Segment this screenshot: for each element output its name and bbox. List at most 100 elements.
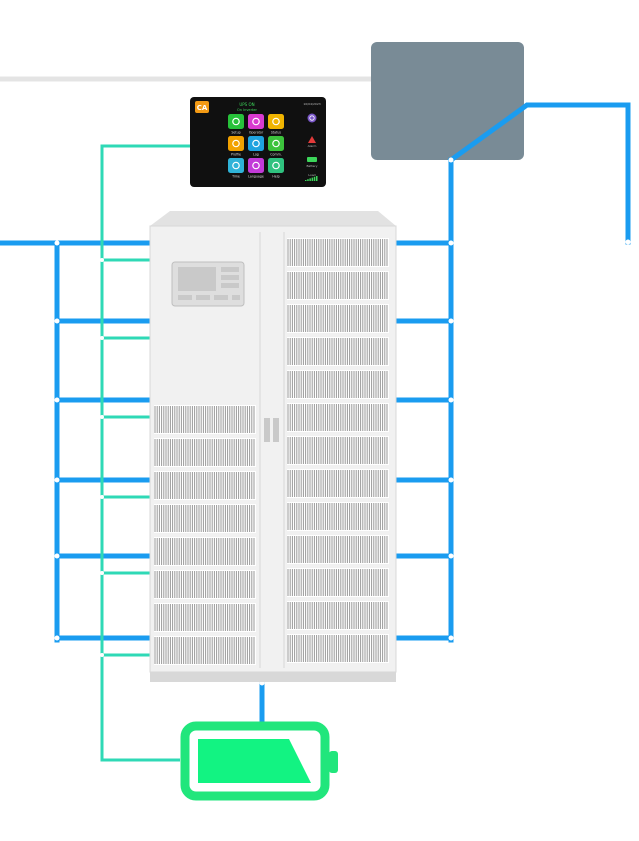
vent-grille xyxy=(154,504,256,533)
language-icon xyxy=(252,161,260,170)
junction-dot xyxy=(100,571,104,575)
junction-dot xyxy=(54,477,60,483)
vent-grille xyxy=(287,271,389,300)
vent-grille xyxy=(287,238,389,267)
hmi-tile-label: Language xyxy=(248,175,264,179)
hmi-tile-label: Status xyxy=(271,131,281,135)
clock-icon xyxy=(232,161,240,170)
hmi-logo-badge xyxy=(195,101,209,113)
vent-grille xyxy=(154,636,256,665)
junction-dot xyxy=(448,635,454,641)
vent-grille xyxy=(287,436,389,465)
hmi-side-battery-status[interactable]: Battery xyxy=(306,157,318,168)
hmi-logo: CA xyxy=(197,104,208,112)
bypass-switch-box xyxy=(371,42,524,160)
hmi-tile-profile[interactable]: Profile xyxy=(228,136,244,157)
panel-key xyxy=(221,283,239,288)
hmi-tile-language[interactable]: Language xyxy=(248,158,264,179)
bypass-diagonal-line xyxy=(447,102,631,245)
hmi-tile-time[interactable]: Time xyxy=(228,158,244,179)
junction-dot xyxy=(54,553,60,559)
hmi-side-alarm[interactable]: Alarm xyxy=(308,136,317,148)
hmi-side-label: Alarm xyxy=(308,144,317,148)
power-lines xyxy=(0,102,631,725)
hmi-signal-line xyxy=(100,144,190,762)
signal-lines xyxy=(100,144,190,762)
load-bars-icon xyxy=(305,176,318,181)
junction-dot xyxy=(54,240,60,246)
vent-grille xyxy=(287,337,389,366)
panel-key xyxy=(196,295,210,300)
power-icon xyxy=(307,113,317,123)
junction-dot xyxy=(448,157,454,163)
panel-key xyxy=(221,275,239,280)
ups-cabinet xyxy=(149,211,397,682)
vent-grille xyxy=(287,535,389,564)
vent-grille xyxy=(154,405,256,434)
hmi-tile-log[interactable]: Log xyxy=(248,136,264,157)
junction-dot xyxy=(100,336,104,340)
vent-grille xyxy=(154,438,256,467)
hmi-side-label: Battery xyxy=(306,164,317,168)
hmi-side-load-bars[interactable]: Load xyxy=(305,173,318,181)
hmi-tile-status[interactable]: Status xyxy=(268,114,284,135)
junction-dot xyxy=(448,240,454,246)
junction-dots xyxy=(54,157,631,686)
hmi-tile-label: Comm. xyxy=(270,153,281,157)
panel-key xyxy=(178,295,192,300)
battery xyxy=(180,721,338,801)
profile-icon xyxy=(232,139,240,148)
hmi-header-status: UPS ON xyxy=(239,102,254,107)
hmi-tile-label: Setup xyxy=(231,131,240,135)
vent-grille xyxy=(154,570,256,599)
hmi-header-mode: On Inverter xyxy=(237,108,258,112)
hmi-touchscreen: CA UPS ON On Inverter 10/04/2023 Setup Op… xyxy=(190,97,326,187)
vent-grille xyxy=(287,304,389,333)
vent-grilles xyxy=(154,238,389,665)
battery-status-icon xyxy=(307,157,317,162)
help-icon xyxy=(272,161,280,170)
alarm-icon xyxy=(308,136,316,143)
vent-grille xyxy=(287,634,389,663)
junction-dot xyxy=(625,239,631,245)
wave-icon xyxy=(272,117,280,126)
door-handle-right xyxy=(273,418,279,442)
junction-dot xyxy=(100,258,104,262)
hmi-tile-operator[interactable]: Operator xyxy=(248,114,264,135)
junction-dot xyxy=(100,495,104,499)
vent-grille xyxy=(154,603,256,632)
vent-grille xyxy=(287,469,389,498)
hmi-tile-comm[interactable]: Comm. xyxy=(268,136,284,157)
junction-dot xyxy=(100,653,104,657)
junction-dot xyxy=(448,397,454,403)
vent-grille xyxy=(287,601,389,630)
comm-icon xyxy=(272,139,280,148)
hmi-tile-setup[interactable]: Setup xyxy=(228,114,244,135)
cabinet-base xyxy=(150,672,396,682)
hmi-tile-label: Profile xyxy=(231,153,241,157)
hmi-side-power[interactable] xyxy=(307,113,317,123)
vent-grille xyxy=(287,568,389,597)
panel-display xyxy=(178,267,216,291)
hmi-time: 10/04/2023 xyxy=(303,102,320,106)
panel-key xyxy=(232,295,240,300)
setup-icon xyxy=(232,117,240,126)
vent-grille xyxy=(154,471,256,500)
battery-charge-fill xyxy=(198,739,311,783)
junction-dot xyxy=(54,635,60,641)
vent-grille xyxy=(287,370,389,399)
door-handle-left xyxy=(264,418,270,442)
hmi-tile-help[interactable]: Help xyxy=(268,158,284,179)
cabinet-top xyxy=(150,211,396,226)
junction-dot xyxy=(54,397,60,403)
junction-dot xyxy=(448,553,454,559)
vent-grille xyxy=(287,403,389,432)
battery-body xyxy=(180,721,330,801)
junction-dot xyxy=(448,318,454,324)
hmi-tile-label: Log xyxy=(253,153,259,157)
play-icon xyxy=(252,117,260,126)
